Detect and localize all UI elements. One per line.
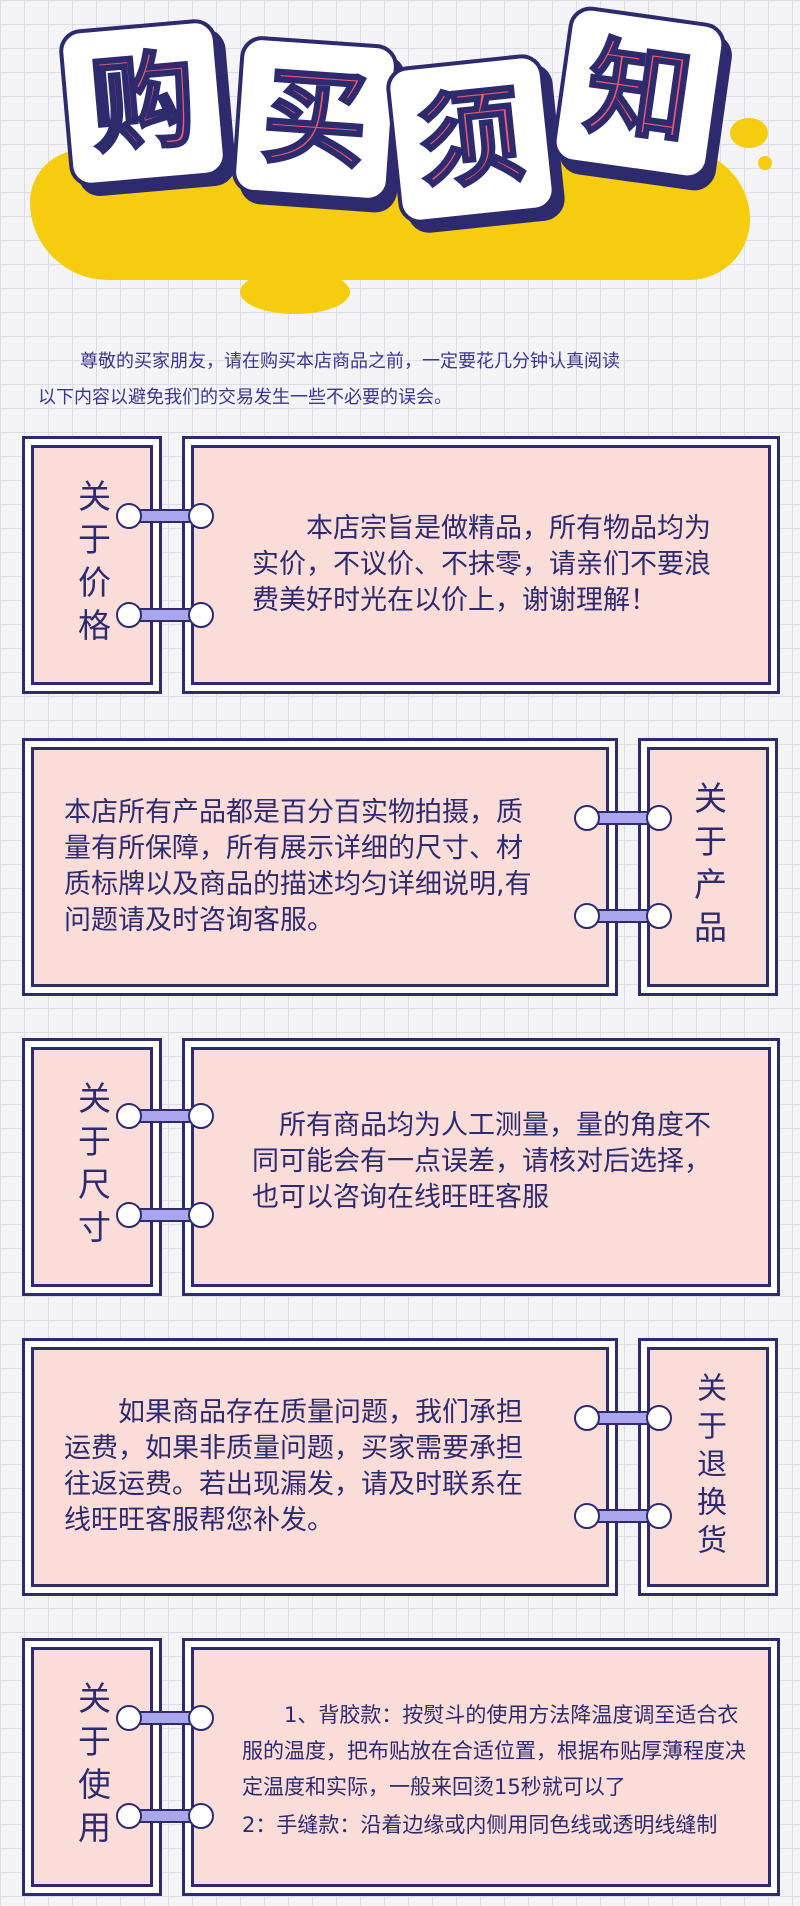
ring-binder	[116, 1103, 214, 1129]
content-text: 本店所有产品都是百分百实物拍摄，质量有所保障，所有展示详细的尺寸、材质标牌以及商…	[64, 797, 532, 936]
ring-end	[116, 1803, 142, 1829]
ring-binder	[116, 503, 214, 529]
ring-binder	[574, 1405, 672, 1431]
ring-end	[574, 903, 600, 929]
title-char: 须	[411, 71, 530, 206]
header-banner: 购 买 须 知	[0, 0, 800, 330]
ring-end	[188, 1103, 214, 1129]
title-tile-4: 知	[549, 3, 729, 183]
content-text: 本店宗旨是做精品，所有物品均为实价，不议价、不抹零，请亲们不要浪费美好时光在以价…	[252, 513, 711, 616]
intro-text: 尊敬的买家朋友，请在购买本店商品之前，一定要花几分钟认真阅读 以下内容以避免我们…	[38, 344, 758, 416]
title-tile-3: 须	[384, 52, 558, 226]
section-usage-label: 关于使用	[22, 1638, 162, 1896]
ring-end	[188, 1705, 214, 1731]
ring-end	[188, 1202, 214, 1228]
label-text: 关于退换货	[691, 1372, 726, 1562]
yellow-splash-drop	[730, 118, 768, 148]
ring-binder	[574, 903, 672, 929]
ring-end	[116, 1202, 142, 1228]
ring-end	[574, 1405, 600, 1431]
section-size-content: 所有商品均为人工测量，量的角度不同可能会有一点误差，请核对后选择，也可以咨询在线…	[182, 1038, 780, 1296]
intro-line-2: 以下内容以避免我们的交易发生一些不必要的误会。	[38, 387, 452, 408]
label-text: 关于使用	[72, 1681, 112, 1853]
title-tile-1: 购	[57, 17, 229, 189]
label-text: 关于产品	[688, 781, 728, 953]
section-usage-content: 1、背胶款：按熨斗的使用方法降温度调至适合衣服的温度，把布贴放在合适位置，根据布…	[182, 1638, 780, 1896]
content-text: 1、背胶款：按熨斗的使用方法降温度调至适合衣服的温度，把布贴放在合适位置，根据布…	[242, 1703, 746, 1799]
ring-end	[188, 602, 214, 628]
ring-binder	[116, 1803, 214, 1829]
ring-end	[646, 1405, 672, 1431]
title-char: 知	[578, 24, 701, 162]
intro-line-1: 尊敬的买家朋友，请在购买本店商品之前，一定要花几分钟认真阅读	[80, 351, 620, 372]
ring-binder	[574, 805, 672, 831]
ring-binder	[116, 1202, 214, 1228]
section-size-label: 关于尺寸	[22, 1038, 162, 1296]
content-text: 所有商品均为人工测量，量的角度不同可能会有一点误差，请核对后选择，也可以咨询在线…	[252, 1110, 711, 1213]
ring-end	[116, 602, 142, 628]
label-text: 关于价格	[72, 479, 112, 651]
section-product-content: 本店所有产品都是百分百实物拍摄，质量有所保障，所有展示详细的尺寸、材质标牌以及商…	[22, 738, 618, 996]
ring-end	[574, 805, 600, 831]
section-returns-content: 如果商品存在质量问题，我们承担运费，如果非质量问题，买家需要承担往返运费。若出现…	[22, 1338, 618, 1596]
ring-end	[646, 805, 672, 831]
ring-end	[116, 1705, 142, 1731]
content-text: 如果商品存在质量问题，我们承担运费，如果非质量问题，买家需要承担往返运费。若出现…	[64, 1397, 523, 1536]
title-tile-2: 买	[230, 34, 400, 204]
section-returns-label: 关于退换货	[638, 1338, 778, 1596]
yellow-splash-dot	[758, 156, 772, 170]
section-product-label: 关于产品	[638, 738, 778, 996]
ring-end	[646, 903, 672, 929]
ring-binder	[116, 1705, 214, 1731]
ring-end	[116, 1103, 142, 1129]
ring-end	[574, 1503, 600, 1529]
content-text-2: 2：手缝款：沿着边缘或内侧用同色线或透明线缝制	[242, 1813, 718, 1837]
ring-end	[116, 503, 142, 529]
section-price-label: 关于价格	[22, 436, 162, 694]
ring-binder	[574, 1503, 672, 1529]
title-char: 购	[84, 36, 201, 170]
label-text: 关于尺寸	[72, 1081, 112, 1253]
title-char: 买	[257, 53, 372, 185]
ring-binder	[116, 602, 214, 628]
ring-end	[646, 1503, 672, 1529]
ring-end	[188, 1803, 214, 1829]
yellow-splash-drip	[240, 270, 350, 314]
section-price-content: 本店宗旨是做精品，所有物品均为实价，不议价、不抹零，请亲们不要浪费美好时光在以价…	[182, 436, 780, 694]
ring-end	[188, 503, 214, 529]
